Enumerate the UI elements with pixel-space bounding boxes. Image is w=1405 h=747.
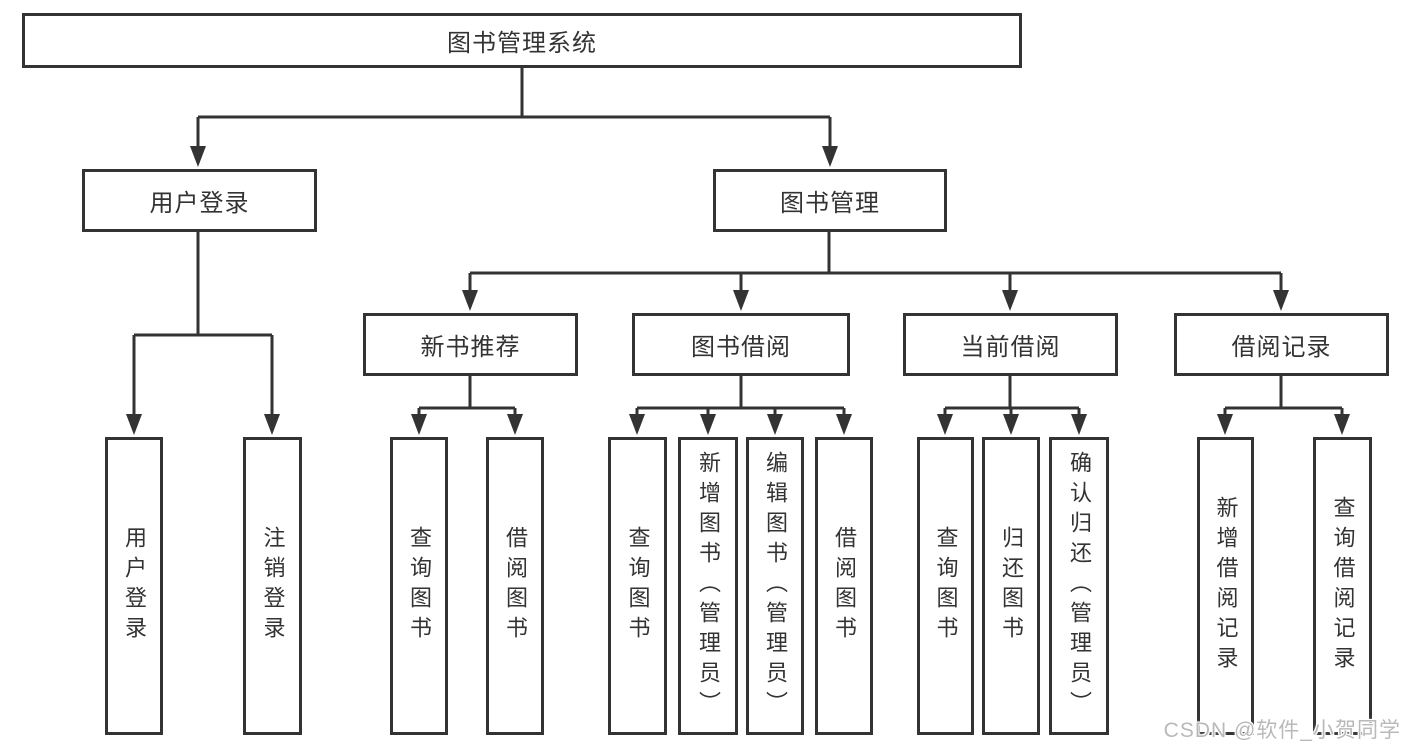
node-label: 图书借阅: [691, 334, 791, 361]
node-current-borrowing: 当前借阅: [903, 313, 1118, 376]
arrow-icon: [836, 414, 852, 435]
arrow-icon: [411, 414, 427, 435]
arrow-icon: [1002, 290, 1018, 311]
leaf-user-login: 用户登录: [105, 437, 163, 735]
arrow-icon: [1334, 414, 1350, 435]
arrow-icon: [937, 414, 953, 435]
leaf-records-query-borrow-record: 查询借阅记录: [1313, 437, 1372, 735]
node-label: 新增图书（管理员）: [696, 451, 721, 721]
node-library-management-system: 图书管理系统: [22, 13, 1022, 68]
arrow-icon: [126, 414, 142, 435]
arrow-icon: [462, 290, 478, 311]
node-label: 注销登录: [260, 526, 286, 646]
node-label: 查询图书: [407, 526, 432, 646]
arrow-icon: [1071, 414, 1087, 435]
node-book-management: 图书管理: [713, 169, 947, 232]
node-label: 用户登录: [122, 526, 147, 646]
leaf-logout: 注销登录: [243, 437, 302, 735]
node-book-borrowing: 图书借阅: [632, 313, 850, 376]
arrow-icon: [190, 146, 206, 167]
leaf-current-query-books: 查询图书: [917, 437, 974, 735]
leaf-newbook-query-books: 查询图书: [390, 437, 448, 735]
node-user-login: 用户登录: [82, 169, 317, 232]
leaf-borrowing-query-books: 查询图书: [608, 437, 667, 735]
node-label: 新书推荐: [420, 334, 521, 361]
node-label: 借阅图书: [503, 526, 528, 646]
node-label: 借阅记录: [1231, 334, 1332, 361]
leaf-borrowing-add-books-admin: 新增图书（管理员）: [678, 437, 738, 735]
node-label: 归还图书: [999, 526, 1024, 646]
arrow-icon: [1003, 414, 1019, 435]
leaf-newbook-borrow-books: 借阅图书: [486, 437, 544, 735]
leaf-current-confirm-return-admin: 确认归还（管理员）: [1049, 437, 1109, 735]
arrow-icon: [264, 414, 280, 435]
node-label: 确认归还（管理员）: [1067, 451, 1092, 721]
node-label: 用户登录: [149, 190, 250, 217]
arrow-icon: [733, 290, 749, 311]
arrow-icon: [1217, 414, 1233, 435]
leaf-borrowing-borrow-books: 借阅图书: [815, 437, 873, 735]
node-label: 查询借阅记录: [1330, 496, 1356, 676]
node-label: 图书管理系统: [447, 30, 597, 57]
leaf-borrowing-edit-books-admin: 编辑图书（管理员）: [746, 437, 804, 735]
arrow-icon: [700, 414, 716, 435]
node-label: 查询图书: [625, 526, 651, 646]
arrow-icon: [629, 414, 645, 435]
arrow-icon: [822, 146, 838, 167]
arrow-icon: [507, 414, 523, 435]
node-label: 查询图书: [933, 526, 959, 646]
leaf-records-add-borrow-record: 新增借阅记录: [1197, 437, 1254, 735]
node-label: 新增借阅记录: [1213, 496, 1239, 676]
leaf-current-return-books: 归还图书: [982, 437, 1040, 735]
node-label: 当前借阅: [960, 334, 1061, 361]
node-label: 编辑图书（管理员）: [763, 451, 788, 721]
arrow-icon: [767, 414, 783, 435]
csdn-watermark: CSDN @软件_小贺同学: [1163, 719, 1401, 742]
node-new-book-recommendation: 新书推荐: [363, 313, 578, 376]
arrow-icon: [1273, 290, 1289, 311]
node-label: 借阅图书: [832, 526, 857, 646]
node-label: 图书管理: [780, 190, 880, 217]
node-borrowing-records: 借阅记录: [1174, 313, 1389, 376]
